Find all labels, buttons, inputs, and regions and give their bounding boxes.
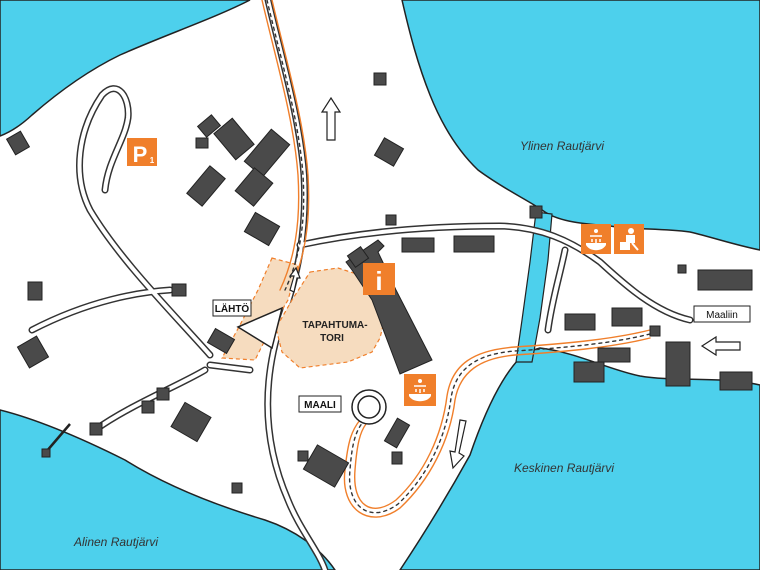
building — [206, 327, 236, 355]
route-finish-b — [354, 329, 651, 509]
building — [231, 482, 243, 494]
route-layer — [261, 0, 651, 518]
road-layer — [28, 0, 694, 570]
lake-ylinen-label: Ylinen Rautjärvi — [520, 139, 604, 153]
building — [302, 444, 350, 488]
toilet-icon — [614, 224, 644, 254]
building — [346, 245, 370, 269]
building — [597, 347, 631, 363]
lake-ylinen — [401, 0, 760, 251]
shower-icon — [404, 374, 436, 406]
building — [186, 165, 226, 207]
building — [564, 313, 596, 331]
maali-label: MAALI — [298, 395, 342, 413]
building — [529, 205, 543, 219]
building — [5, 130, 31, 156]
building — [697, 269, 753, 291]
building — [171, 283, 187, 297]
building — [89, 422, 103, 436]
maaliin-text: Maaliin — [706, 310, 738, 321]
bridge-post — [41, 448, 51, 458]
bridge — [45, 423, 71, 453]
building — [385, 214, 397, 226]
building — [677, 264, 687, 274]
road-west-spur — [28, 286, 174, 334]
arrow-north-icon — [320, 96, 342, 141]
water-channel — [515, 211, 553, 363]
building — [391, 451, 403, 465]
building — [156, 387, 170, 401]
arrow-small-icon — [288, 266, 301, 293]
building — [373, 137, 405, 167]
building — [573, 361, 605, 383]
start-triangle-icon — [236, 306, 284, 350]
building — [611, 307, 643, 327]
info-icon: i — [363, 263, 395, 296]
building — [170, 401, 212, 443]
lake-alinen-label: Alinen Rautjärvi — [73, 535, 158, 549]
building — [16, 335, 50, 369]
building — [719, 371, 753, 391]
arrow-west-icon — [700, 335, 741, 357]
building — [195, 137, 209, 149]
building — [234, 167, 274, 207]
direction-arrows — [288, 96, 741, 470]
maali-text: MAALI — [304, 400, 336, 411]
start-area — [221, 257, 299, 361]
parking-number: 1 — [150, 156, 155, 165]
building — [196, 114, 222, 138]
finish-circle-icon — [351, 389, 387, 425]
lake-top-left — [0, 0, 251, 137]
building — [141, 400, 155, 414]
building — [213, 117, 255, 161]
arrow-south-icon — [449, 419, 467, 470]
building — [373, 72, 387, 86]
info-letter: i — [375, 266, 382, 296]
building — [649, 325, 661, 337]
parking-letter: P — [133, 142, 148, 167]
building — [383, 417, 411, 449]
lahto-text: LÄHTÖ — [215, 302, 250, 315]
parking-icon: P 1 — [127, 138, 157, 167]
building — [401, 237, 435, 253]
lake-keskinen-label: Keskinen Rautjärvi — [514, 461, 614, 475]
building — [243, 211, 281, 247]
lahto-label: LÄHTÖ — [212, 299, 252, 317]
event-square-label-1: TAPAHTUMA- — [302, 320, 367, 331]
building — [297, 450, 309, 462]
building — [453, 235, 495, 253]
route-track-a — [261, 0, 300, 291]
sauna-icon — [581, 224, 611, 254]
route-track-b — [271, 0, 310, 291]
building — [665, 341, 691, 387]
building — [27, 281, 43, 301]
building — [243, 128, 291, 178]
event-square-label-2: TORI — [320, 333, 344, 344]
maaliin-label: Maaliin — [693, 305, 751, 323]
